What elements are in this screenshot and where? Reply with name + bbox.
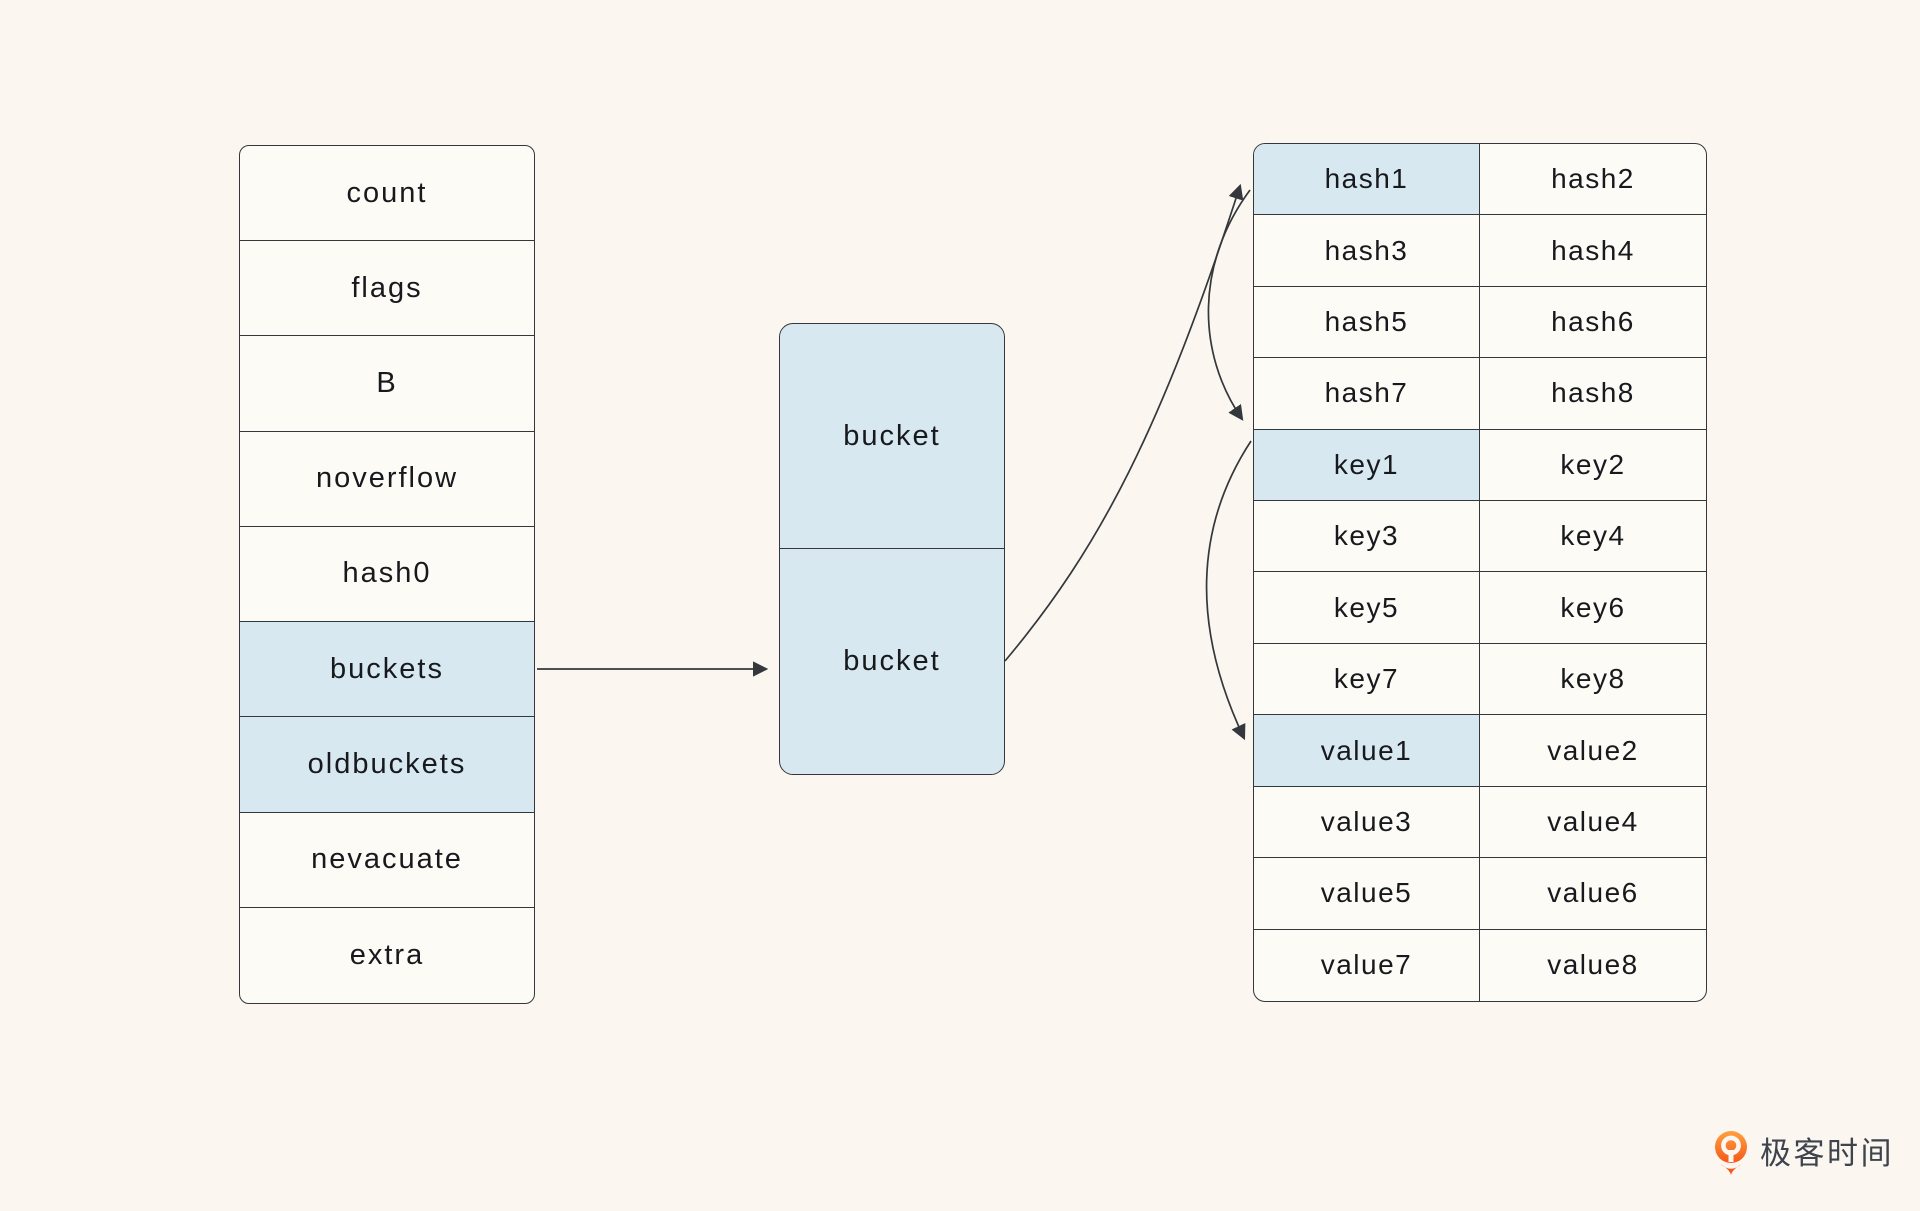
kv-cell-key2: key2 (1480, 430, 1706, 502)
hmap-field-hash0: hash0 (240, 527, 534, 623)
bucket-list-box: bucket bucket (779, 323, 1005, 775)
bucket-cell-top: bucket (780, 324, 1004, 549)
kv-cell-key8: key8 (1480, 644, 1706, 716)
edge-bucket-to-hash1 (1004, 183, 1244, 662)
hmap-field-flags: flags (240, 241, 534, 337)
kv-cell-value7: value7 (1254, 929, 1480, 1001)
kv-cell-value3: value3 (1254, 786, 1480, 859)
geektime-logo-icon (1715, 1131, 1747, 1175)
kv-cell-key6: key6 (1480, 572, 1706, 644)
kv-cell-value4: value4 (1480, 787, 1706, 859)
geektime-logo-text: 极客时间 (1760, 1135, 1894, 1171)
hmap-field-b: B (240, 336, 534, 432)
kv-cell-key4: key4 (1480, 501, 1706, 573)
edge-key1-to-value1 (1205, 440, 1252, 741)
geektime-logo: 极客时间 (1712, 1130, 1894, 1176)
kv-cell-value5: value5 (1254, 858, 1480, 930)
kv-cell-hash8: hash8 (1480, 358, 1706, 430)
kv-cell-key1: key1 (1254, 429, 1480, 502)
kv-cell-hash2: hash2 (1480, 144, 1706, 216)
hmap-field-noverflow: noverflow (240, 432, 534, 527)
hmap-field-extra: extra (349, 938, 425, 971)
bucket-cell-bottom: bucket (843, 645, 941, 677)
hmap-field-nevacuate: nevacuate (240, 813, 534, 908)
kv-cell-key5: key5 (1254, 572, 1480, 644)
kv-cell-hash4: hash4 (1480, 215, 1706, 287)
kv-cell-key7: key7 (1254, 643, 1480, 716)
kv-cell-hash5: hash5 (1254, 286, 1480, 359)
kv-cell-value1: value1 (1254, 715, 1480, 787)
kv-cell-value8: value8 (1547, 949, 1639, 981)
edge-hash1-to-key1 (1207, 189, 1251, 421)
hmap-field-count: count (240, 146, 534, 242)
kv-cell-hash6: hash6 (1480, 287, 1706, 359)
kv-cell-value6: value6 (1480, 858, 1706, 930)
kv-cell-hash3: hash3 (1254, 215, 1480, 287)
bucket-detail-table: hash1 hash2 hash3 hash4 hash5 hash6 hash… (1253, 143, 1707, 1002)
kv-cell-hash7: hash7 (1254, 358, 1480, 430)
hmap-field-buckets: buckets (240, 622, 534, 718)
kv-cell-value2: value2 (1480, 715, 1706, 787)
hmap-struct-box: count flags B noverflow hash0 buckets ol… (239, 145, 535, 1004)
kv-cell-hash1: hash1 (1254, 144, 1480, 216)
kv-cell-key3: key3 (1254, 501, 1480, 573)
hmap-field-oldbuckets: oldbuckets (240, 717, 534, 813)
